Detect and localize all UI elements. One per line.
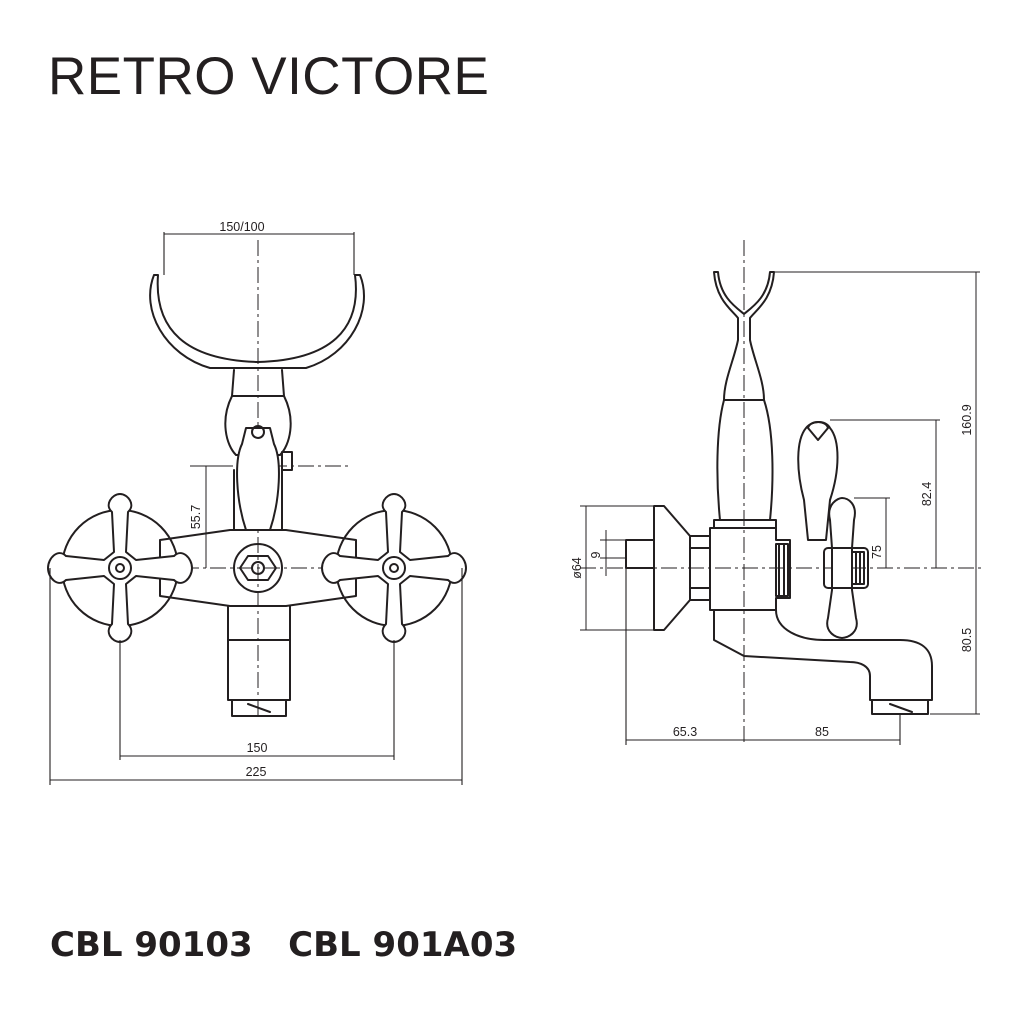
dim-spout-drop: 80.5 xyxy=(930,568,980,715)
side-view: ø64 9 160.9 82.4 75 xyxy=(570,240,985,745)
diverter-lever xyxy=(236,427,280,531)
dim-projection-body-label: 65.3 xyxy=(673,725,697,739)
model-numbers: CBL 90103 CBL 901A03 xyxy=(50,925,518,965)
dim-holder-width-label: 150/100 xyxy=(219,220,264,234)
left-cross xyxy=(47,493,193,643)
spout-front xyxy=(227,605,291,701)
dim-holder-width: 150/100 xyxy=(163,220,355,275)
left-hub-cap xyxy=(115,563,125,573)
dim-flange-diameter: ø64 xyxy=(570,505,654,631)
dim-projection: 65.3 85 xyxy=(625,568,901,745)
side-body xyxy=(709,527,791,611)
dim-centers-label: 150 xyxy=(247,741,268,755)
left-hub xyxy=(108,556,132,580)
lever-cap xyxy=(251,425,265,439)
dim-spout-drop-label: 80.5 xyxy=(960,628,974,652)
side-holder-arm xyxy=(716,399,774,521)
side-holder-collar xyxy=(713,519,777,529)
page-title: RETRO VICTORE xyxy=(48,47,490,106)
diverter-nut xyxy=(239,555,277,581)
side-lever-cap xyxy=(807,421,829,441)
dim-overall-width: 225 xyxy=(49,568,463,785)
shower-holder xyxy=(149,274,365,369)
dim-projection-spout-label: 85 xyxy=(815,725,829,739)
dim-handle-height-label: 55.7 xyxy=(189,505,203,529)
diverter-pin xyxy=(251,561,265,575)
left-cross-handle xyxy=(47,493,193,643)
dim-holder-height: 160.9 xyxy=(774,271,980,568)
front-view: 150/100 55.7 150 225 xyxy=(47,220,467,785)
dim-flange-diameter-label: ø64 xyxy=(570,557,584,579)
side-body-collar xyxy=(775,543,789,597)
dim-knob-height: 75 xyxy=(854,497,890,568)
dim-holder-height-label: 160.9 xyxy=(960,404,974,435)
side-spout xyxy=(713,609,933,701)
dim-thread: 9 xyxy=(589,530,626,576)
aerator xyxy=(231,699,287,717)
dim-overall-width-label: 225 xyxy=(246,765,267,779)
side-valve-knob xyxy=(851,551,865,585)
side-cross-handle xyxy=(826,497,858,639)
right-cross xyxy=(321,493,467,643)
right-hub xyxy=(382,556,406,580)
dim-lever-height: 82.4 xyxy=(830,419,940,568)
right-hub-cap xyxy=(389,563,399,573)
mixer-body xyxy=(159,529,357,607)
aerator-detail xyxy=(247,703,271,713)
diverter-housing xyxy=(233,543,283,593)
dim-centers: 150 xyxy=(119,640,395,760)
holder-neck xyxy=(231,369,285,397)
dim-thread-label: 9 xyxy=(589,551,603,558)
wall-connector xyxy=(625,539,655,569)
dim-lever-height-label: 82.4 xyxy=(920,482,934,506)
dim-handle-height: 55.7 xyxy=(189,465,230,568)
side-holder xyxy=(713,271,775,401)
right-cross-handle xyxy=(321,493,467,643)
dim-knob-height-label: 75 xyxy=(870,545,884,559)
side-valve-cap xyxy=(823,547,869,589)
hose-outlet xyxy=(281,451,293,471)
